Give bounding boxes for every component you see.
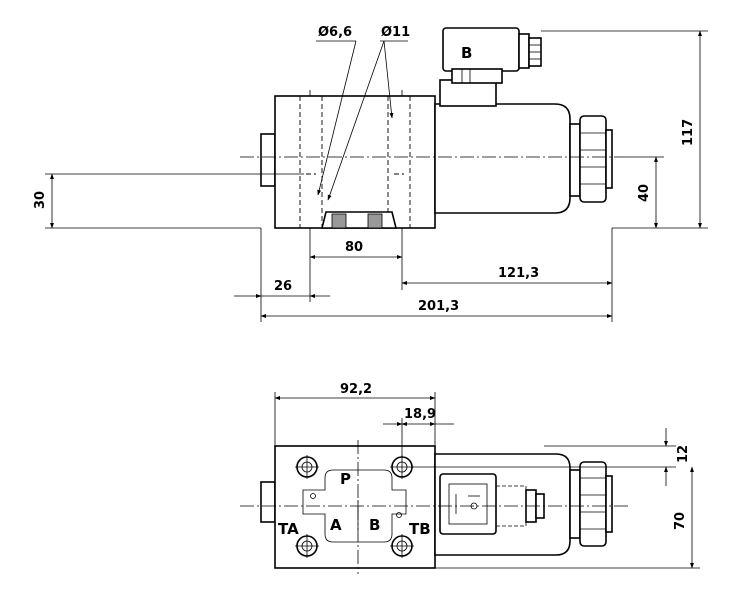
side-mounting-holes	[299, 90, 411, 228]
dim-hole-labels: Ø6,6 Ø11	[316, 25, 410, 201]
connector-label: B	[461, 44, 472, 62]
top-mounting-hole-3	[295, 534, 319, 558]
locating-pin-left	[310, 493, 316, 499]
dim-top-width-text: 92,2	[340, 382, 372, 397]
port-b-label: B	[369, 516, 380, 534]
locating-pin-right	[396, 512, 402, 518]
top-mounting-hole-1	[295, 455, 319, 479]
dim-pitch-text: 80	[345, 240, 363, 255]
top-mounting-hole-4	[390, 534, 414, 558]
dim-top-width: 92,2	[274, 382, 436, 446]
port-p-label: P	[340, 470, 351, 488]
dim-height-solenoid: 40	[628, 156, 664, 229]
side-solenoid-coil	[434, 103, 571, 214]
top-knurled-nut	[569, 461, 613, 547]
side-connector: B	[439, 27, 542, 107]
port-face-outline	[302, 469, 407, 543]
dim-height-axis: 30	[33, 173, 304, 229]
dim-hole-small: Ø6,6	[318, 25, 352, 40]
port-ta-label: TA	[278, 520, 299, 538]
dim-height-solenoid-text: 40	[637, 184, 652, 202]
dim-total-length-text: 201,3	[418, 299, 459, 314]
side-bottom-ports	[320, 211, 398, 229]
side-knurled-nut	[569, 115, 613, 203]
dim-side-horizontal: 80 121,3 26 201,3	[234, 228, 613, 322]
dim-height-axis-text: 30	[33, 191, 48, 209]
top-view: P A B TA TB	[240, 440, 628, 574]
port-tb-label: TB	[409, 520, 431, 538]
port-a-label: A	[330, 516, 342, 534]
top-left-boss	[260, 481, 276, 523]
dim-hole-large: Ø11	[381, 25, 410, 40]
side-view: B	[240, 27, 628, 229]
side-left-boss	[260, 133, 276, 187]
dim-top-height: 70	[435, 466, 700, 569]
top-mounting-hole-2	[390, 455, 414, 479]
dim-top-edge-text: 12	[676, 445, 691, 463]
dim-top-offset: 18,9	[383, 407, 454, 457]
dim-height-total: 117	[541, 30, 708, 229]
dim-offset-text: 26	[274, 279, 292, 294]
dim-top-offset-text: 18,9	[404, 407, 436, 422]
dim-solenoid-length-text: 121,3	[498, 266, 539, 281]
dim-top-height-text: 70	[673, 512, 688, 530]
dim-top-edge: 12	[412, 428, 691, 486]
dim-height-total-text: 117	[681, 119, 696, 146]
side-valve-body	[274, 95, 436, 229]
